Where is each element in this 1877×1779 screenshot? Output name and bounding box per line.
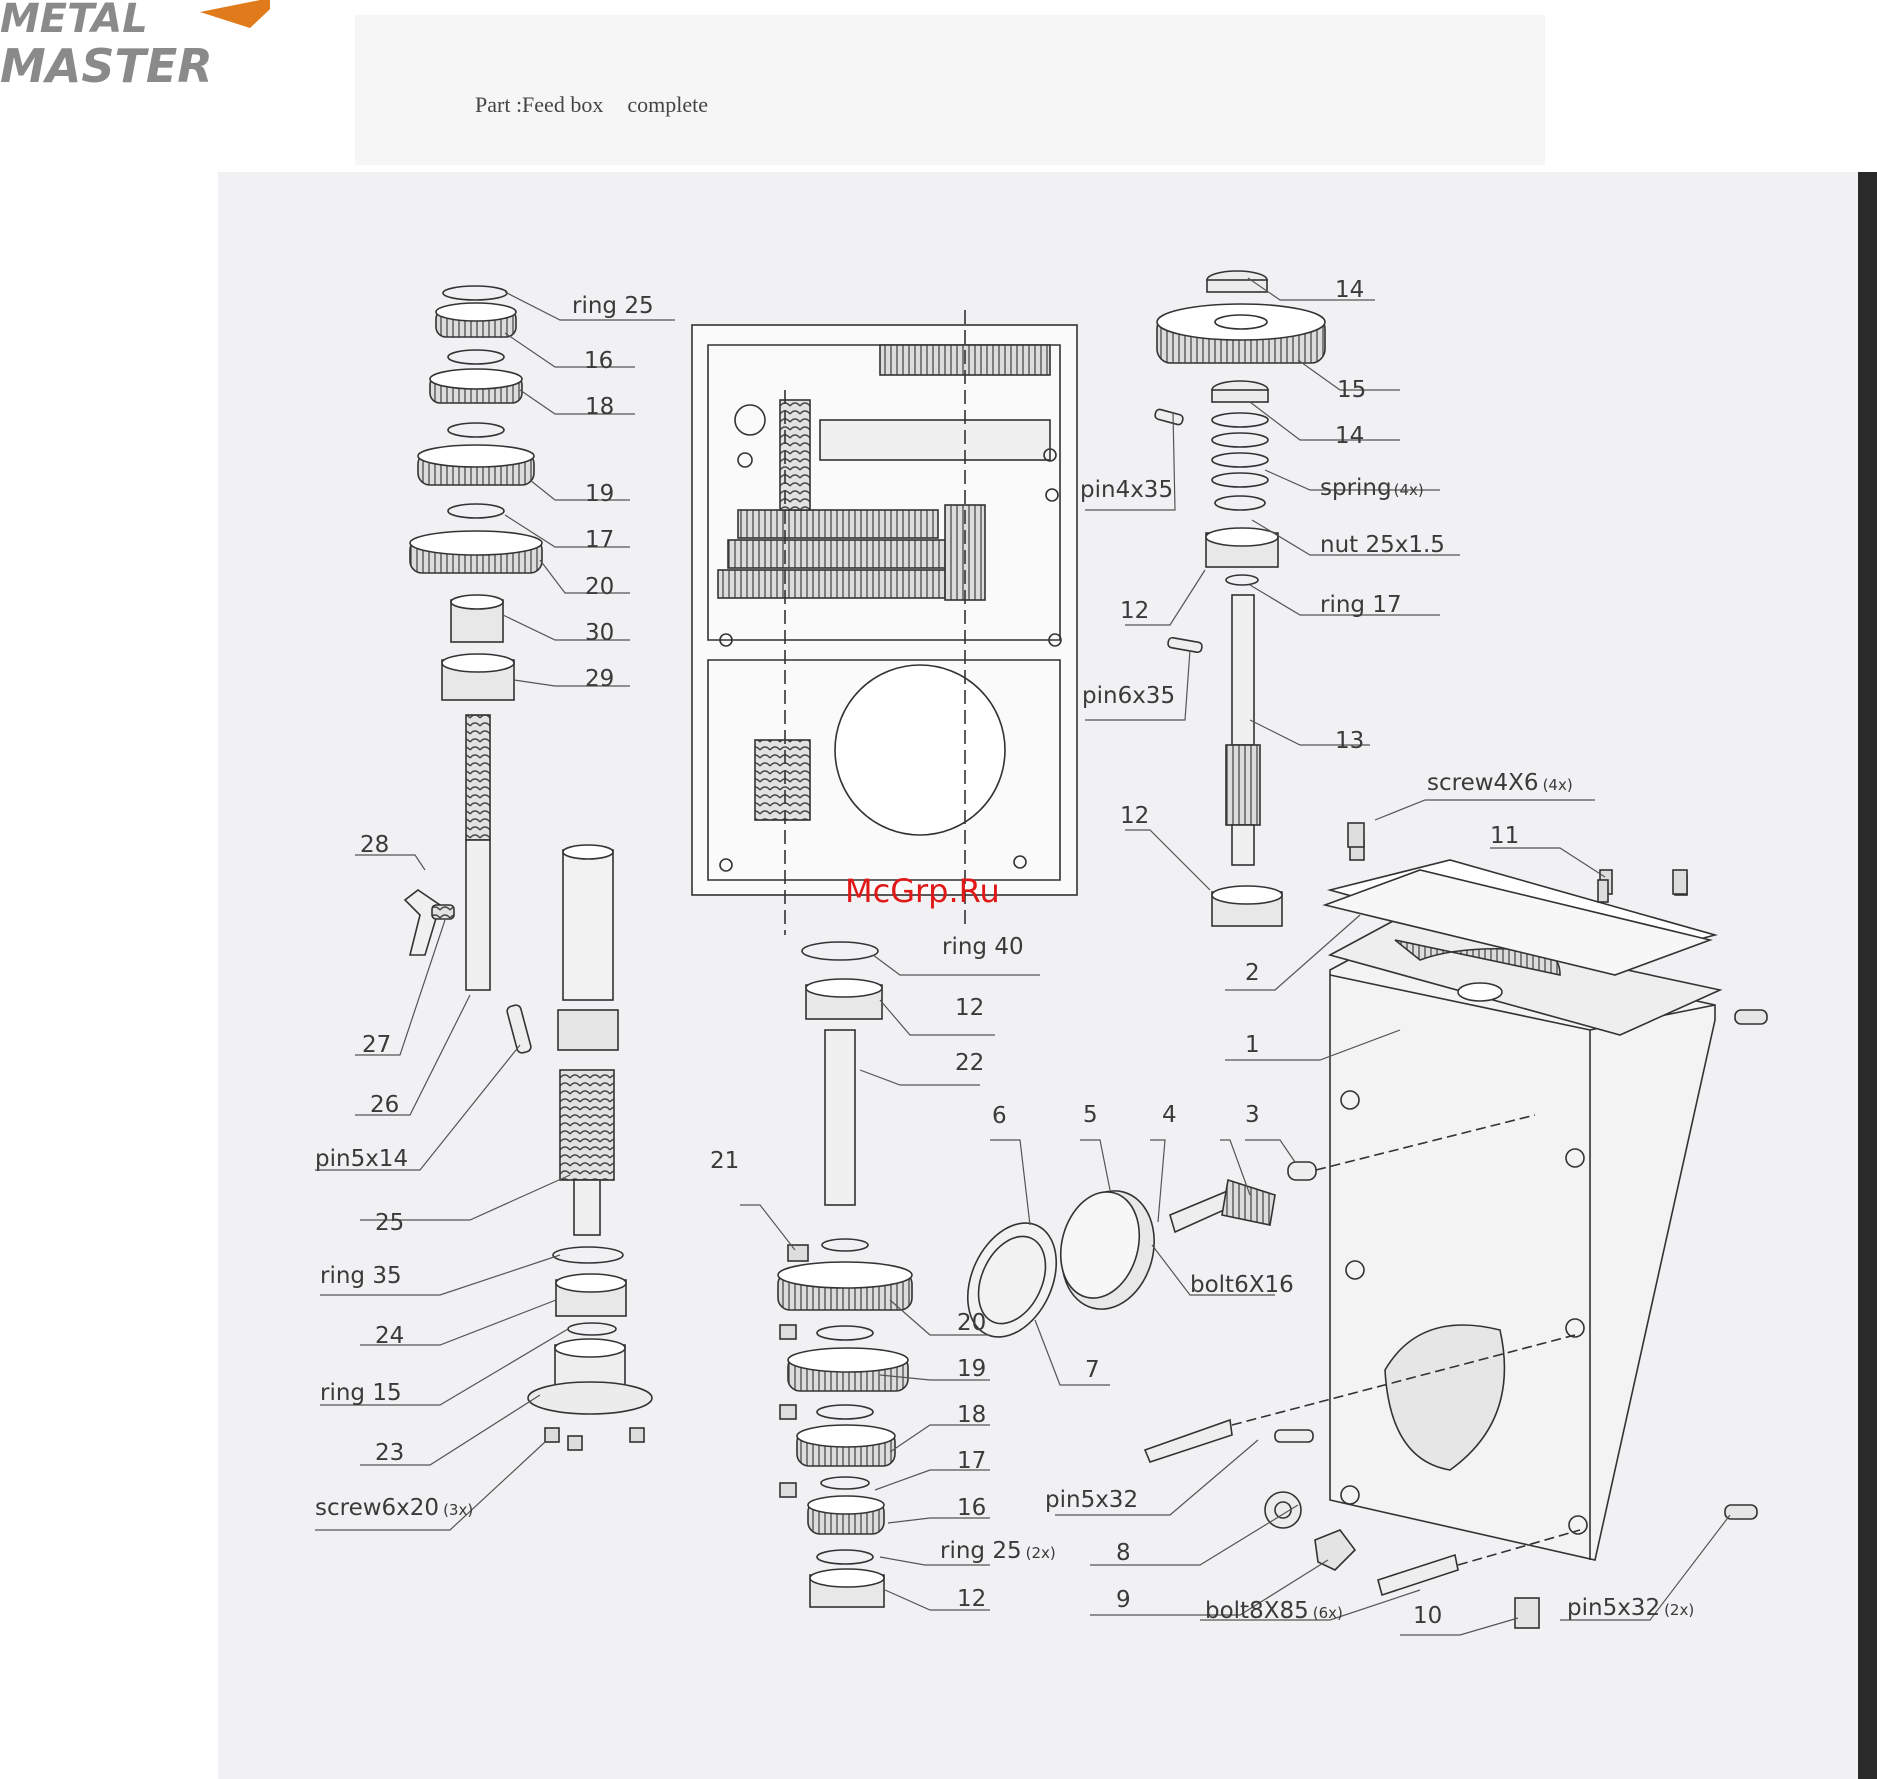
label-14-mid: 14 xyxy=(1335,423,1364,449)
label-screw6x20: screw6x20(3x) xyxy=(315,1495,473,1521)
label-pin6x35: pin6x35 xyxy=(1082,683,1175,709)
label-24: 24 xyxy=(375,1323,404,1349)
logo-line2: MASTER xyxy=(0,39,213,93)
label-23: 23 xyxy=(375,1440,404,1466)
label-19-top: 19 xyxy=(585,481,614,507)
label-pin5x14: pin5x14 xyxy=(315,1146,408,1172)
label-22: 22 xyxy=(955,1050,984,1076)
label-pin5x32-left: pin5x32 xyxy=(1045,1487,1138,1513)
label-bolt8x85: bolt8X85(6x) xyxy=(1205,1598,1343,1624)
label-ring35: ring 35 xyxy=(320,1263,402,1289)
label-spring: spring(4x) xyxy=(1320,475,1424,501)
label-16-top: 16 xyxy=(584,348,613,374)
left-gear-stack xyxy=(403,285,653,1451)
label-pin5x32-right: pin5x32(2x) xyxy=(1567,1595,1694,1621)
label-6: 6 xyxy=(992,1103,1007,1129)
right-upper-stack xyxy=(1154,270,1326,927)
page-title: Part :Feed box complete xyxy=(475,92,708,118)
label-16-lower: 16 xyxy=(957,1495,986,1521)
label-8: 8 xyxy=(1116,1540,1131,1566)
label-4: 4 xyxy=(1162,1102,1177,1128)
header-band xyxy=(355,15,1545,165)
label-bolt6x16: bolt6X16 xyxy=(1190,1272,1294,1298)
center-lower-stack xyxy=(777,941,913,1608)
label-13: 13 xyxy=(1335,728,1364,754)
label-19-lower: 19 xyxy=(957,1356,986,1382)
label-26: 26 xyxy=(370,1092,399,1118)
label-2: 2 xyxy=(1245,960,1260,986)
label-pin4x35: pin4x35 xyxy=(1080,477,1173,503)
label-9: 9 xyxy=(1116,1587,1131,1613)
label-12-upper: 12 xyxy=(1120,598,1149,624)
label-14-top: 14 xyxy=(1335,277,1364,303)
label-25: 25 xyxy=(375,1210,404,1236)
flange-parts xyxy=(966,822,1713,1629)
part-labels: ring 25 16 18 19 17 20 30 29 28 27 26 pi… xyxy=(315,277,1694,1629)
page-title-prefix: Part :Feed box xyxy=(475,92,604,117)
metal-master-logo: METAL MASTER xyxy=(0,0,270,93)
label-ring25-lower: ring 25(2x) xyxy=(940,1538,1056,1564)
label-7: 7 xyxy=(1085,1357,1100,1383)
label-3: 3 xyxy=(1245,1102,1260,1128)
label-15: 15 xyxy=(1337,377,1366,403)
label-1: 1 xyxy=(1245,1032,1260,1058)
watermark: McGrp.Ru xyxy=(845,872,1000,910)
label-18-top: 18 xyxy=(585,394,614,420)
label-18-lower: 18 xyxy=(957,1402,986,1428)
sheet-edge xyxy=(1858,172,1877,1779)
label-5: 5 xyxy=(1083,1102,1098,1128)
label-12-bottom: 12 xyxy=(957,1586,986,1612)
label-30: 30 xyxy=(585,620,614,646)
label-nut: nut 25x1.5 xyxy=(1320,532,1445,558)
label-11: 11 xyxy=(1490,823,1519,849)
logo-swoosh xyxy=(200,0,270,28)
page-title-suffix: complete xyxy=(627,92,708,117)
label-21: 21 xyxy=(710,1148,739,1174)
label-27: 27 xyxy=(362,1032,391,1058)
label-17-top: 17 xyxy=(585,527,614,553)
label-ring15: ring 15 xyxy=(320,1380,402,1406)
label-screw4x6: screw4X6(4x) xyxy=(1427,770,1573,796)
label-ring25-top: ring 25 xyxy=(572,293,654,319)
label-29: 29 xyxy=(585,666,614,692)
gearbox-assembly xyxy=(691,310,1078,935)
label-17-lower: 17 xyxy=(957,1448,986,1474)
label-12-center: 12 xyxy=(955,995,984,1021)
label-28: 28 xyxy=(360,832,389,858)
label-20-top: 20 xyxy=(585,574,614,600)
label-ring40: ring 40 xyxy=(942,934,1024,960)
label-20-lower: 20 xyxy=(957,1310,986,1336)
label-10: 10 xyxy=(1413,1603,1442,1629)
label-ring17: ring 17 xyxy=(1320,592,1402,618)
leader-lines xyxy=(315,277,1731,1636)
logo-line1: METAL xyxy=(0,0,148,42)
label-12-right: 12 xyxy=(1120,803,1149,829)
